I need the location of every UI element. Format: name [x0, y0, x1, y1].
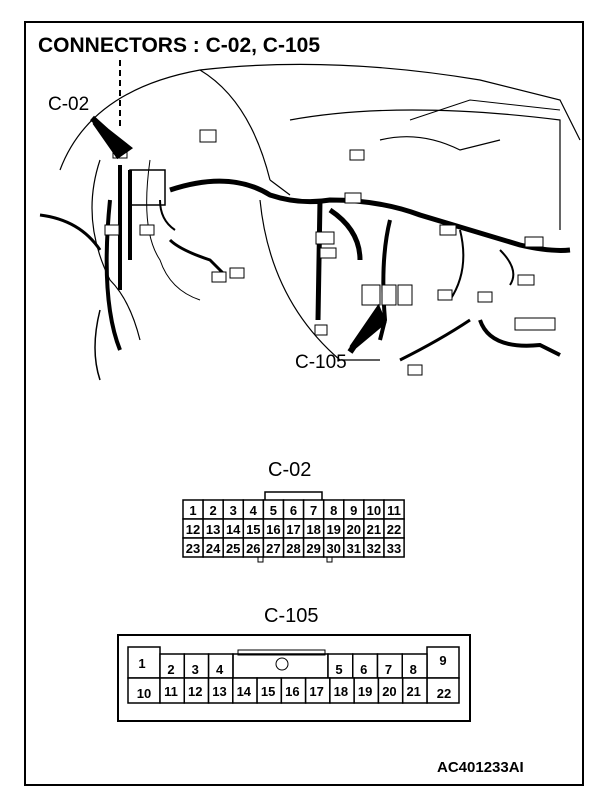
pin-number: 21	[406, 684, 420, 699]
pin-number: 2	[167, 662, 174, 677]
pin-number: 18	[306, 522, 320, 537]
pin-number: 29	[306, 541, 320, 556]
pin-number: 15	[261, 684, 275, 699]
pin-number: 16	[285, 684, 299, 699]
pin-number: 28	[286, 541, 300, 556]
pin-cavity	[401, 653, 428, 679]
pin-number: 15	[246, 522, 260, 537]
pin-cavity	[232, 677, 258, 704]
diagram-title: CONNECTORS : C-02, C-105	[38, 34, 320, 57]
pin-number: 6	[360, 662, 367, 677]
pin-number: 23	[186, 541, 200, 556]
pin-cavity	[256, 677, 283, 704]
pin-number: 19	[358, 684, 372, 699]
c105-center-hole	[275, 657, 289, 671]
pin-cavity	[353, 677, 380, 704]
pin-number: 13	[212, 684, 226, 699]
pin-number: 17	[286, 522, 300, 537]
pin-cavity	[207, 677, 234, 704]
pin-number: 19	[326, 522, 340, 537]
c105-connector-label: C-105	[264, 605, 318, 627]
pin-number: 14	[237, 684, 252, 699]
pin-number: 27	[266, 541, 280, 556]
c02-connector-label: C-02	[268, 459, 311, 481]
pin-number: 20	[382, 684, 396, 699]
pin-cavity	[183, 677, 210, 704]
pin-number: 24	[206, 541, 221, 556]
c105-center-block	[232, 653, 329, 679]
pin-number: 21	[367, 522, 381, 537]
pin-number: 5	[270, 503, 277, 518]
pin-cavity	[401, 677, 428, 704]
pin-cavity	[383, 537, 405, 558]
pin-number: 10	[137, 686, 151, 701]
pin-number: 14	[226, 522, 241, 537]
pin-number: 18	[334, 684, 348, 699]
pin-number: 8	[330, 503, 337, 518]
pin-number: 13	[206, 522, 220, 537]
pin-number: 22	[387, 522, 401, 537]
pin-number: 9	[350, 503, 357, 518]
c105-pointer-arrow	[347, 303, 387, 354]
pin-cavity	[127, 677, 161, 704]
pin-number: 16	[266, 522, 280, 537]
pin-number: 8	[410, 662, 417, 677]
pin-number: 7	[310, 503, 317, 518]
pin-number: 26	[246, 541, 260, 556]
pin-number: 25	[226, 541, 240, 556]
pin-number: 12	[188, 684, 202, 699]
c105-callout-label: C-105	[295, 352, 347, 373]
pin-number: 32	[367, 541, 381, 556]
pin-number: 2	[209, 503, 216, 518]
pin-number: 1	[189, 503, 196, 518]
pin-number: 1	[138, 656, 145, 671]
c105-lock-tab	[237, 649, 326, 656]
pin-number: 11	[164, 684, 178, 699]
pin-number: 7	[385, 662, 392, 677]
pin-number: 4	[216, 662, 224, 677]
c02-pointer-arrow	[89, 115, 134, 160]
pin-number: 33	[387, 541, 401, 556]
pin-number: 4	[250, 503, 258, 518]
pin-number: 11	[387, 503, 401, 518]
pin-cavity	[329, 677, 355, 704]
figure-frame	[24, 21, 584, 786]
pin-number: 6	[290, 503, 297, 518]
pin-number: 12	[186, 522, 200, 537]
pin-number: 10	[367, 503, 381, 518]
pin-number: 5	[335, 662, 342, 677]
pin-number: 22	[437, 686, 451, 701]
pin-number: 20	[347, 522, 361, 537]
pin-number: 3	[192, 662, 199, 677]
dashboard-harness-illustration	[39, 60, 581, 381]
figure-code: AC401233AI	[437, 759, 524, 776]
pin-number: 9	[439, 653, 446, 668]
c105-housing	[117, 634, 471, 722]
c02-callout-label: C-02	[48, 94, 89, 115]
pin-number: 31	[347, 541, 361, 556]
pin-number: 17	[309, 684, 323, 699]
pin-number: 30	[326, 541, 340, 556]
pin-number: 3	[230, 503, 237, 518]
c02-lock-tab	[264, 491, 323, 500]
